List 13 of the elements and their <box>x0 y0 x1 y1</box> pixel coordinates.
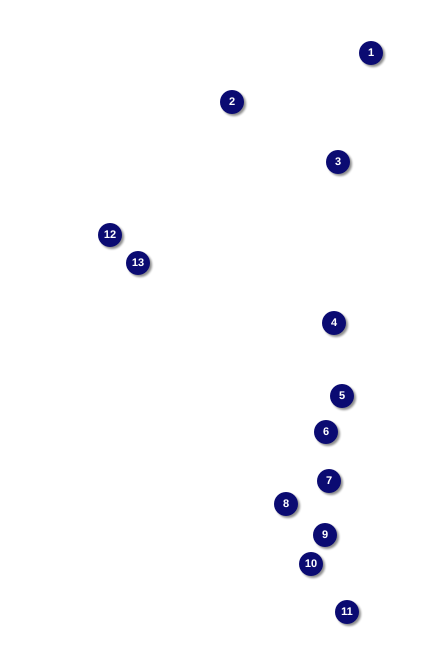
callout-number: 8 <box>274 492 298 516</box>
callout-number: 1 <box>359 41 383 65</box>
callout-number: 2 <box>220 90 244 114</box>
callout-number: 9 <box>313 523 337 547</box>
callout-number: 6 <box>314 420 338 444</box>
callout-number: 10 <box>299 552 323 576</box>
callout-number: 7 <box>317 469 341 493</box>
callout-number: 12 <box>98 223 122 247</box>
callout-number: 3 <box>326 150 350 174</box>
callout-number: 11 <box>335 600 359 624</box>
callout-number: 5 <box>330 384 354 408</box>
callout-number: 13 <box>126 251 150 275</box>
callout-number: 4 <box>322 311 346 335</box>
